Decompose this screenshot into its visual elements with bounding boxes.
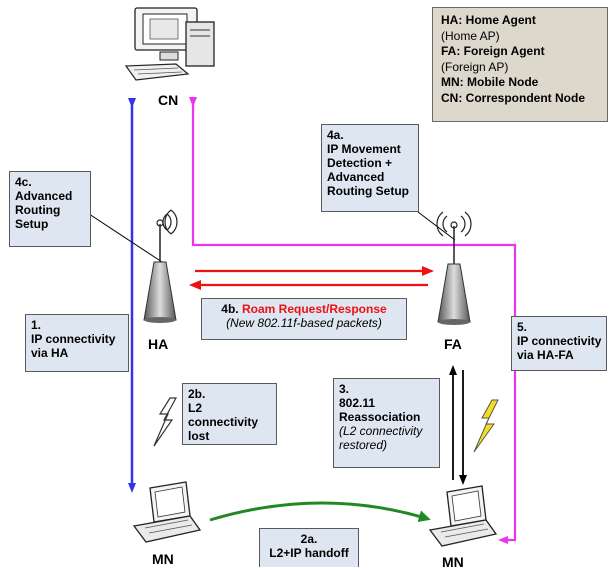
step-4b-subtitle: (New 802.11f-based packets)	[226, 316, 382, 330]
legend-box: HA: Home Agent (Home AP) FA: Foreign Age…	[432, 7, 608, 122]
mn-right-laptop-icon	[428, 485, 498, 547]
step-3-line1: 802.11	[339, 396, 376, 410]
lightning-restored-icon	[473, 399, 499, 453]
step-2b-box: 2b. L2 connectivity lost	[182, 383, 277, 445]
step-4a-number: 4a.	[327, 128, 344, 142]
ha-access-point-icon	[143, 209, 178, 323]
step-3-line2: Reassociation	[339, 410, 421, 424]
step-3-italic: (L2 connectivity restored)	[339, 424, 423, 452]
legend-row-ha-desc: (Home AP)	[441, 28, 500, 43]
step-4a-box: 4a. IP Movement Detection + Advanced Rou…	[321, 124, 419, 212]
step-4b-title: Roam Request/Response	[241, 302, 387, 316]
step-4c-text: Advanced Routing Setup	[15, 189, 73, 231]
fa-access-point-icon	[436, 211, 472, 325]
legend-row-fa: FA: Foreign Agent	[441, 44, 545, 58]
step-2a-box: 2a. L2+IP handoff	[259, 528, 359, 567]
step-5-box: 5. IP connectivity via HA-FA	[511, 316, 607, 371]
handoff-arrow	[209, 501, 431, 523]
step-2a-number: 2a.	[300, 532, 318, 546]
step-1-text: IP connectivity via HA	[31, 332, 116, 360]
step-5-text: IP connectivity via HA-FA	[517, 334, 602, 362]
step-1-box: 1. IP connectivity via HA	[25, 314, 129, 372]
step-1-number: 1.	[31, 318, 42, 332]
step-4a-text: IP Movement Detection + Advanced Routing…	[327, 142, 409, 198]
ha-label: HA	[148, 336, 169, 352]
callout-4a-line	[417, 211, 456, 241]
mn-right-label: MN	[442, 554, 464, 570]
legend-row-mn: MN: Mobile Node	[441, 75, 539, 89]
mn-left-label: MN	[152, 551, 174, 567]
fa-label: FA	[444, 336, 462, 352]
cn-label: CN	[158, 92, 179, 108]
step-4c-box: 4c. Advanced Routing Setup	[9, 171, 91, 247]
step-4c-number: 4c.	[15, 175, 32, 189]
legend-row-ha: HA: Home Agent	[441, 13, 536, 27]
step-2a-text: L2+IP handoff	[269, 546, 349, 560]
step-3-number: 3.	[339, 382, 350, 396]
mn-left-laptop-icon	[132, 481, 202, 543]
step-3-box: 3. 802.11 Reassociation (L2 connectivity…	[333, 378, 440, 468]
ha-fa-path-arrow	[189, 97, 517, 544]
lightning-lost-icon	[153, 397, 178, 447]
step-5-number: 5.	[517, 320, 528, 334]
callout-4c-line	[79, 207, 163, 263]
step-2b-text: L2 connectivity lost	[188, 401, 259, 443]
legend-row-fa-desc: (Foreign AP)	[441, 59, 509, 74]
cn-computer-icon	[124, 7, 215, 81]
step-2b-number: 2b.	[188, 387, 206, 401]
step-4b-box: 4b. Roam Request/Response (New 802.11f-b…	[201, 298, 407, 340]
step-4b-number: 4b.	[221, 302, 239, 316]
legend-row-cn: CN: Correspondent Node	[441, 90, 585, 105]
